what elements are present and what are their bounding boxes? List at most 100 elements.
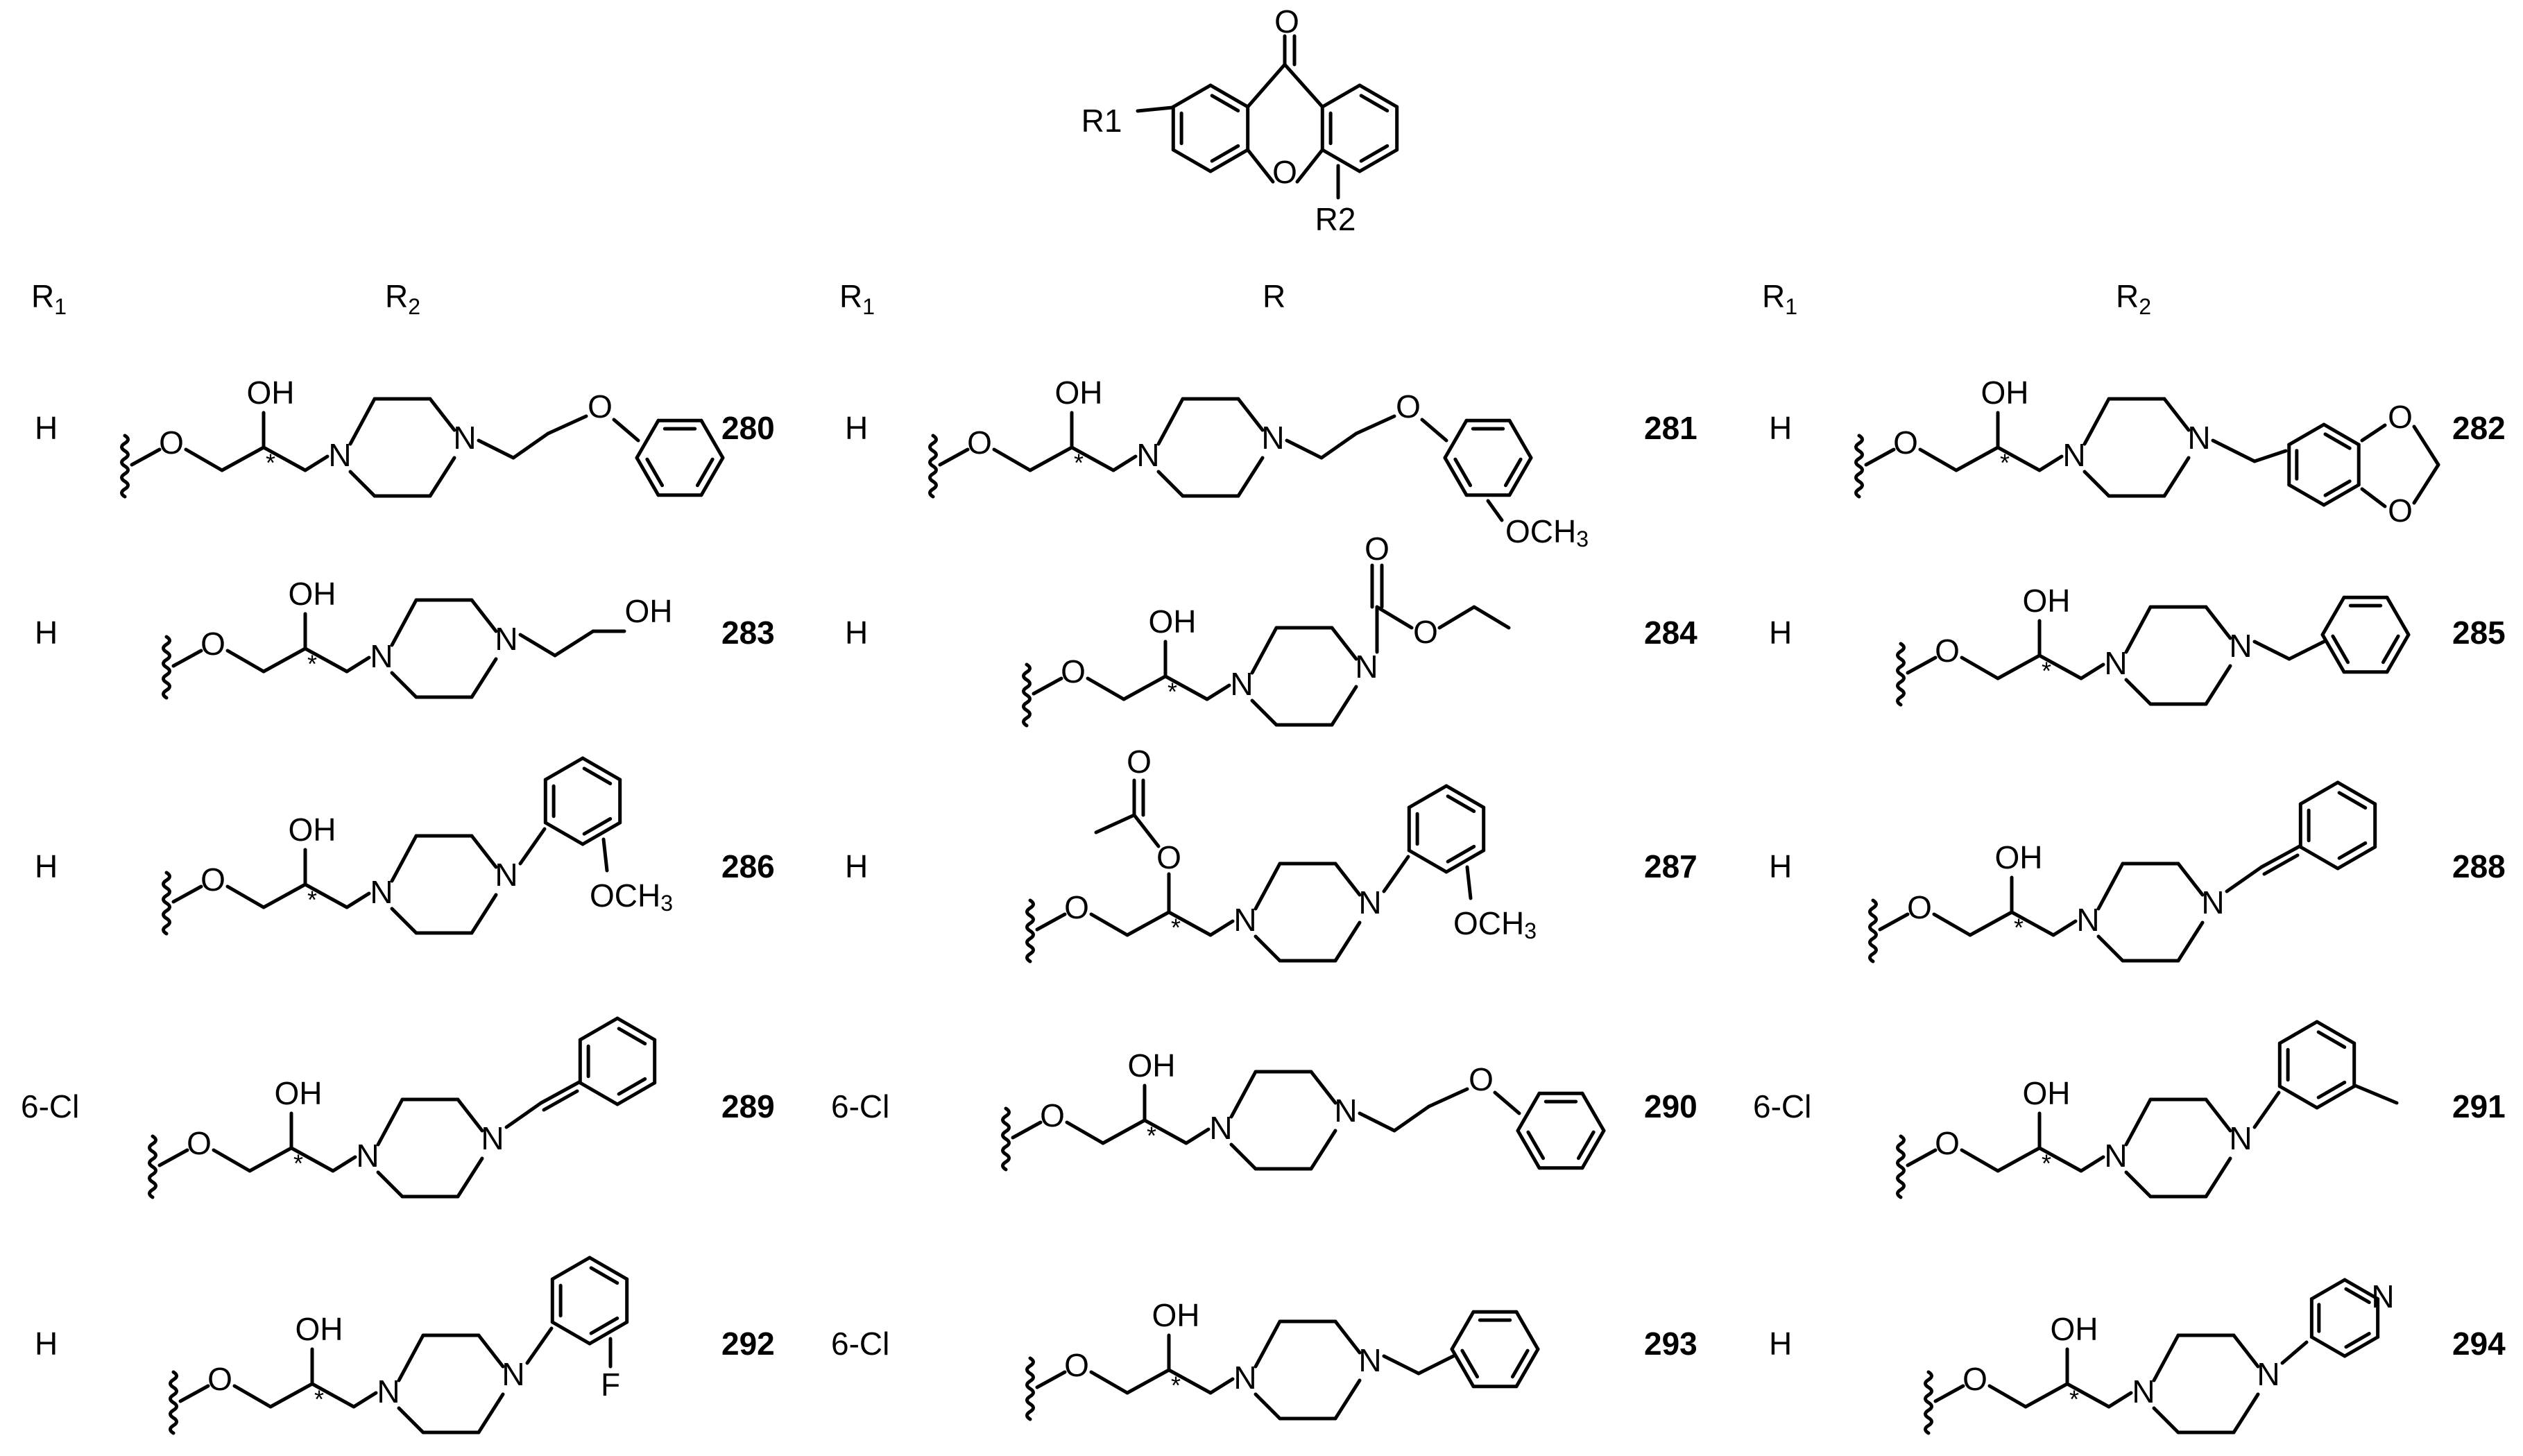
stereocenter-star: *: [1171, 1371, 1181, 1400]
bond: [390, 907, 418, 935]
bond: [518, 633, 557, 658]
hydroxyl-label: OH: [1128, 1047, 1176, 1084]
header-r-col2: R: [1263, 278, 1286, 314]
oxygen-atom: O: [2388, 493, 2413, 529]
header-r1-col2: R1: [839, 278, 875, 320]
nitrogen-atom: N: [2104, 645, 2127, 681]
bond: [1333, 920, 1362, 963]
bond: [2162, 456, 2191, 498]
bond: [1354, 414, 1396, 436]
bond: [589, 1266, 619, 1285]
bond: [1933, 1384, 1965, 1403]
bond: [581, 821, 622, 846]
compound-number: 285: [2452, 615, 2506, 651]
bond: [1392, 1104, 1431, 1133]
bond: [2124, 678, 2153, 706]
stereocenter-star: *: [2069, 1385, 2079, 1414]
bond: [2309, 1278, 2347, 1301]
bond: [2204, 664, 2232, 706]
bond: [2315, 1020, 2357, 1045]
compound-number: 286: [721, 848, 775, 884]
bond: [1070, 445, 1115, 472]
bond: [1285, 438, 1324, 460]
bond: [2252, 1090, 2281, 1129]
stereocenter-star: *: [314, 1385, 324, 1414]
bond: [470, 893, 498, 935]
bond: [2320, 595, 2346, 637]
bond: [601, 837, 609, 873]
bond: [2360, 487, 2387, 508]
attachment-bond: [120, 434, 130, 499]
bond: [2277, 1084, 2319, 1110]
bond: [1516, 1129, 1541, 1170]
bond: [1333, 862, 1362, 897]
bond: [428, 397, 456, 432]
bond: [2082, 397, 2111, 446]
bond: [1516, 1091, 1541, 1133]
bond: [992, 447, 1032, 472]
bond: [588, 1320, 629, 1346]
bond: [1210, 94, 1240, 113]
r1-value: 6-Cl: [831, 1326, 890, 1362]
bond: [1358, 148, 1399, 173]
r1-value: H: [1769, 848, 1793, 884]
bond: [542, 1089, 579, 1112]
bond: [2252, 449, 2288, 463]
r2-label: R2: [1315, 201, 1356, 237]
bond: [2037, 653, 2083, 680]
hydroxyl-label: OH: [2023, 583, 2071, 619]
bond: [617, 1027, 647, 1046]
bond: [303, 454, 330, 472]
oxygen-atom: O: [2388, 399, 2413, 435]
bond: [2287, 640, 2326, 661]
hydroxyl-label: OH: [1152, 1297, 1200, 1333]
bond: [1417, 1354, 1455, 1376]
r1-value: H: [35, 615, 58, 651]
bond: [589, 1316, 619, 1335]
attachment-bond: [1924, 1370, 1933, 1435]
methoxy-label: OCH3: [1505, 513, 1589, 551]
r1-value: H: [845, 848, 869, 884]
bond: [345, 891, 371, 909]
bond: [2176, 862, 2205, 897]
bond: [539, 1080, 581, 1105]
bond: [1996, 445, 2042, 472]
oxygen-atom: O: [200, 862, 225, 898]
bond: [1580, 1091, 1606, 1133]
bond: [2322, 483, 2361, 507]
bond: [2323, 432, 2352, 450]
attachment-bond: [1001, 1106, 1011, 1172]
bond: [248, 1146, 293, 1173]
hydroxyl-label: OH: [1055, 375, 1103, 411]
nitrogen-atom: N: [1261, 420, 1284, 456]
bond: [1333, 1319, 1362, 1355]
nitrogen-atom: N: [495, 857, 518, 893]
bond: [1229, 1142, 1258, 1171]
oxygen-atom: O: [200, 626, 225, 662]
bond: [1420, 418, 1448, 443]
compound-number: 284: [1644, 615, 1697, 651]
bond: [2298, 780, 2340, 806]
bond: [617, 1077, 647, 1096]
attachment-bond: [169, 1370, 178, 1435]
oxygen-atom: O: [1935, 633, 1960, 669]
bond: [331, 1155, 357, 1173]
oxygen-atom: O: [1040, 1097, 1065, 1133]
bond: [1319, 431, 1358, 460]
bond: [1878, 912, 1910, 932]
bond: [2344, 1332, 2371, 1349]
bond: [1960, 656, 2000, 680]
bond: [1444, 848, 1486, 874]
bond: [2176, 920, 2205, 963]
nitrogen-atom: N: [370, 874, 393, 910]
bond: [2082, 470, 2111, 498]
bond: [582, 766, 613, 786]
bond: [1444, 784, 1486, 810]
bond: [1437, 605, 1476, 630]
nitrogen-atom: N: [2062, 437, 2085, 473]
bond: [1156, 397, 1185, 446]
